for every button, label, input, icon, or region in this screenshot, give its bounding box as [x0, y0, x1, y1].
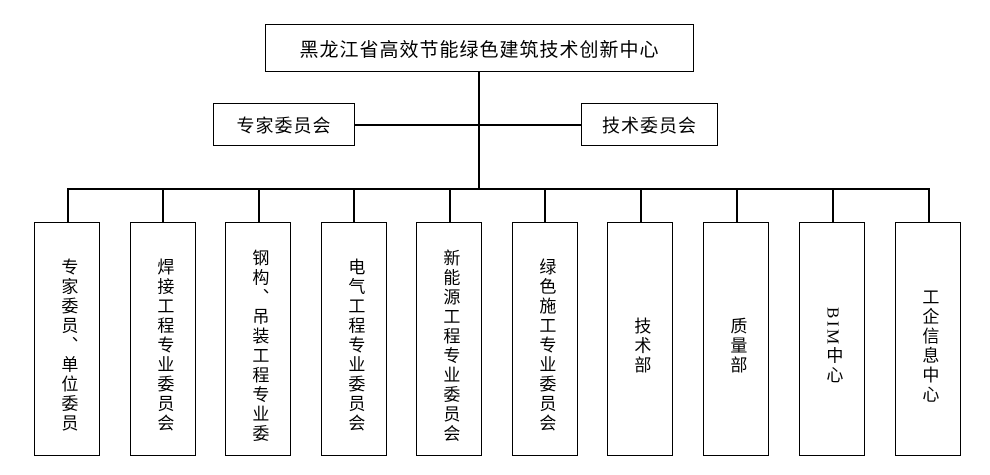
- drop-connector-7: [640, 188, 642, 222]
- drop-connector-6: [544, 188, 546, 222]
- committee-link-connector: [355, 124, 581, 126]
- department-node-4[interactable]: 电气工程专业委员会: [321, 222, 387, 456]
- trunk-connector: [478, 72, 480, 189]
- department-node-1[interactable]: 专家委员、单位委员: [34, 222, 100, 456]
- department-node-2-label: 焊接工程专业委员会: [154, 258, 174, 434]
- department-node-2[interactable]: 焊接工程专业委员会: [130, 222, 196, 456]
- department-node-8[interactable]: 质量部: [703, 222, 769, 456]
- department-node-9-label: BIM中心: [823, 306, 843, 386]
- department-node-6-label: 绿色施工专业委员会: [536, 258, 556, 434]
- department-node-8-label: 质量部: [727, 316, 747, 376]
- root-node-label: 黑龙江省高效节能绿色建筑技术创新中心: [299, 39, 660, 61]
- drop-connector-2: [162, 188, 164, 222]
- committee-node-expert[interactable]: 专家委员会: [213, 103, 355, 146]
- drop-connector-8: [736, 188, 738, 222]
- department-node-7-label: 技术部: [631, 316, 651, 376]
- department-node-1-label: 专家委员、单位委员: [58, 258, 78, 434]
- department-node-10[interactable]: 工企信息中心: [895, 222, 961, 456]
- drop-connector-9: [832, 188, 834, 222]
- committee-node-technical[interactable]: 技术委员会: [581, 103, 718, 146]
- drop-connector-5: [449, 188, 451, 222]
- drop-connector-4: [353, 188, 355, 222]
- department-node-9[interactable]: BIM中心: [799, 222, 865, 456]
- root-node[interactable]: 黑龙江省高效节能绿色建筑技术创新中心: [265, 24, 694, 72]
- drop-connector-10: [928, 188, 930, 222]
- department-node-10-label: 工企信息中心: [919, 287, 939, 405]
- drop-connector-3: [258, 188, 260, 222]
- department-node-3[interactable]: 钢构、吊装工程专业委: [225, 222, 291, 456]
- committee-node-technical-label: 技术委员会: [602, 115, 697, 136]
- department-node-3-label: 钢构、吊装工程专业委: [249, 248, 269, 444]
- distribution-bus-connector: [67, 188, 928, 190]
- department-node-4-label: 电气工程专业委员会: [345, 258, 365, 434]
- department-node-5[interactable]: 新能源工程专业委员会: [416, 222, 482, 456]
- drop-connector-1: [67, 188, 69, 222]
- department-node-6[interactable]: 绿色施工专业委员会: [512, 222, 578, 456]
- department-node-5-label: 新能源工程专业委员会: [440, 248, 460, 444]
- committee-node-expert-label: 专家委员会: [236, 115, 332, 136]
- department-node-7[interactable]: 技术部: [607, 222, 673, 456]
